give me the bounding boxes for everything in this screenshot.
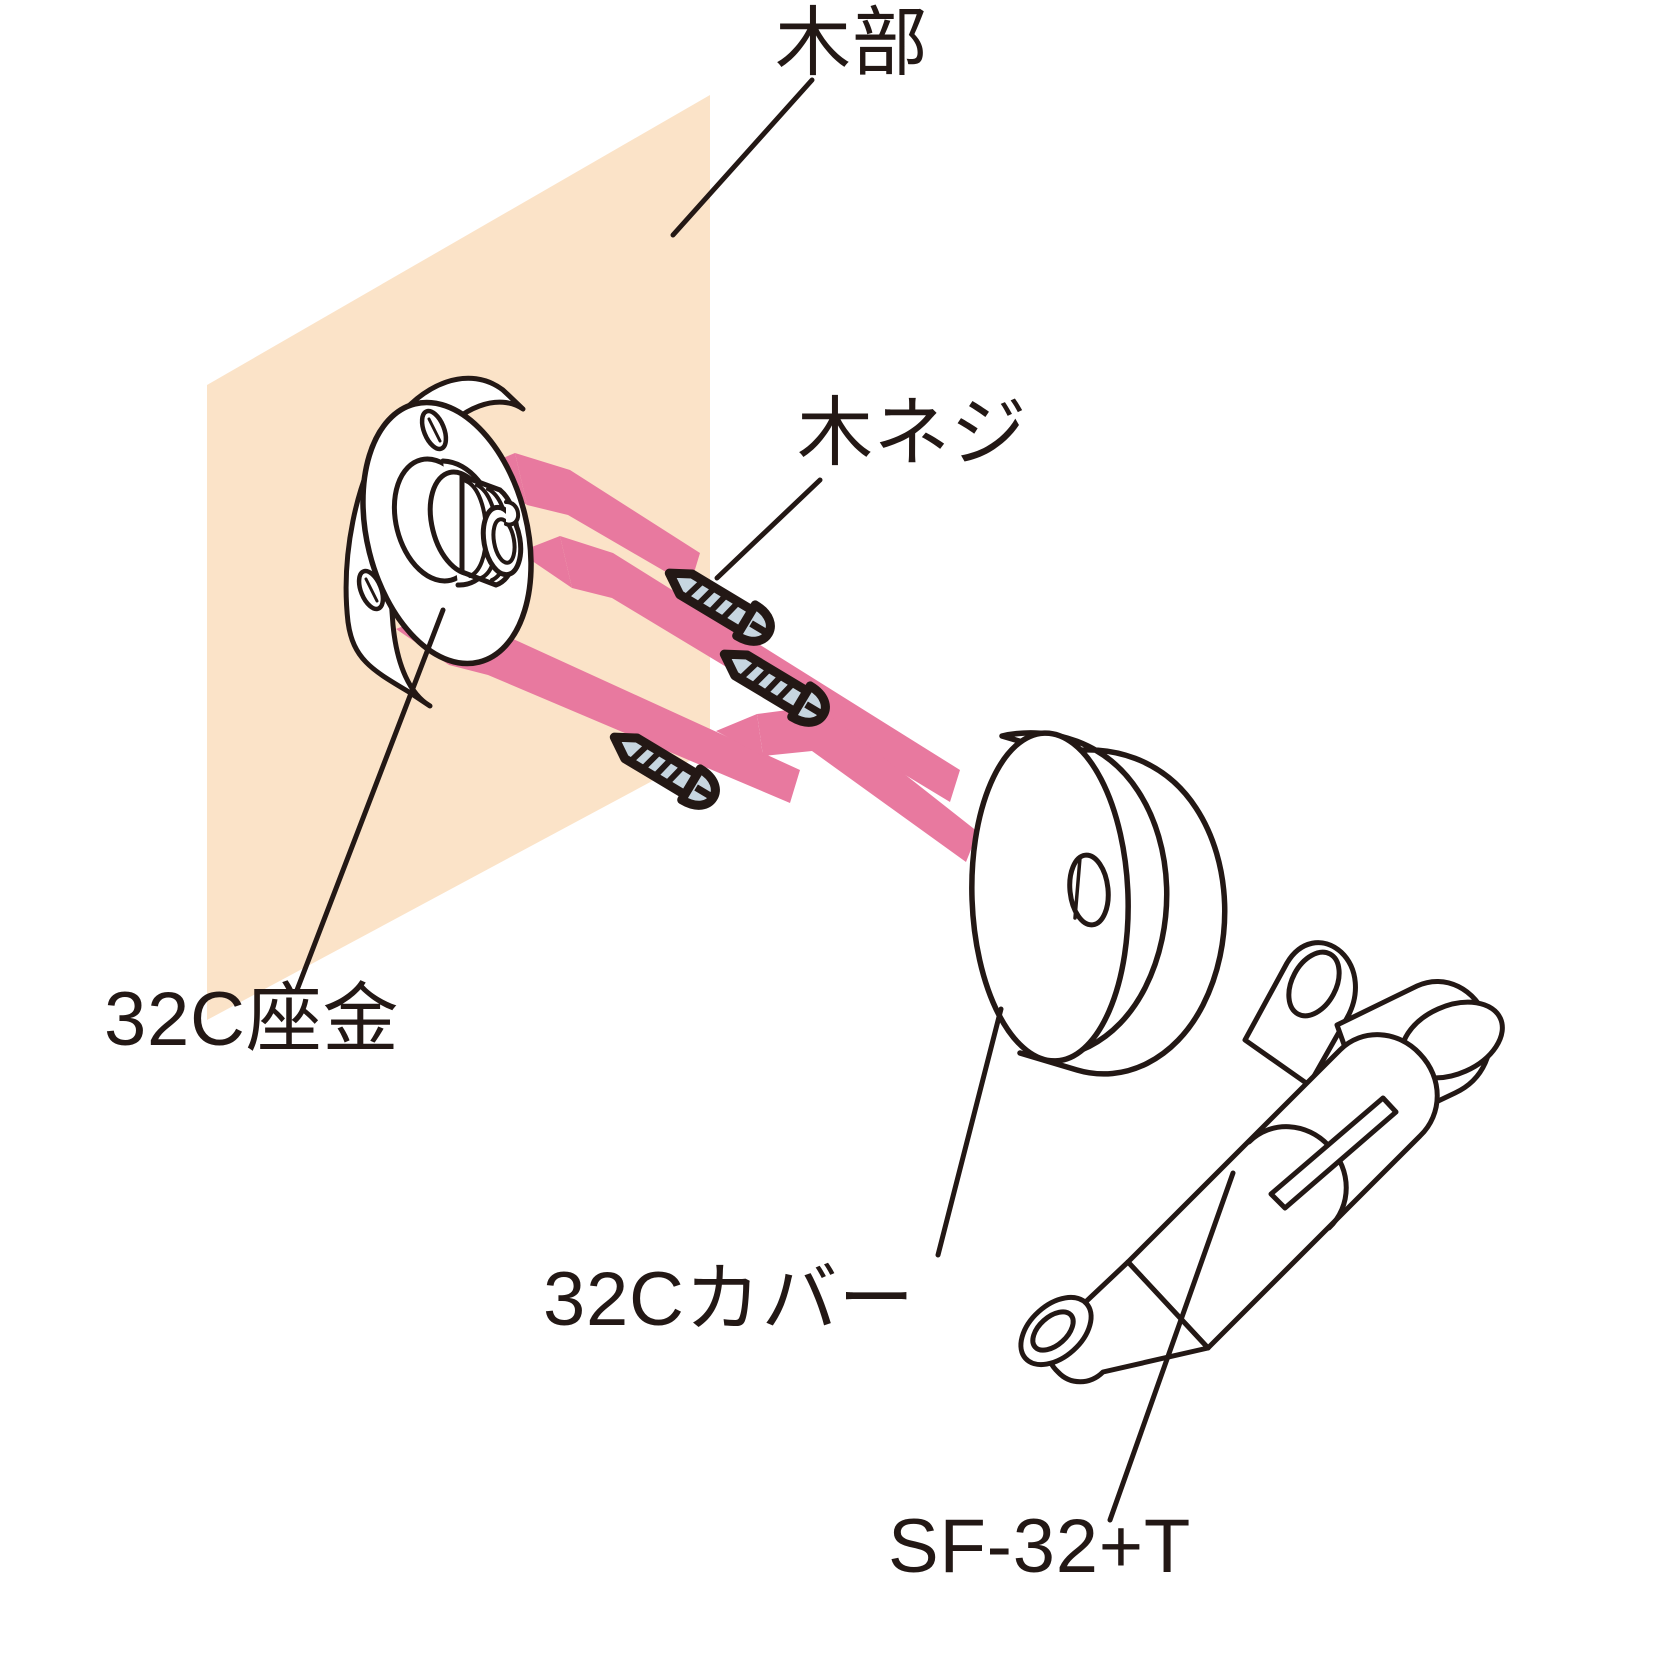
label-wood-screw: 木ネジ [797,391,1028,476]
wood-screw-3 [609,732,720,810]
washer-flange [343,375,534,709]
leader-cover [935,1006,1004,1258]
wood-screw-1 [664,568,775,646]
sf32t-bar [1018,940,1505,1385]
label-32c-washer: 32C座金 [104,977,400,1062]
leader-lines [294,77,1236,1523]
leader-wood [670,77,815,238]
label-32c-cover: 32Cカバー [543,1257,915,1342]
leader-washer [294,607,446,993]
label-sf-32-t: SF-32+T [888,1504,1192,1589]
label-wood-part: 木部 [775,1,929,86]
leader-sf32t [1107,1170,1236,1523]
leader-wood-screw [714,477,823,581]
arrow-cover-to-flange [716,706,978,862]
wood-screw-2 [719,649,830,727]
cover-disc [969,730,1228,1077]
